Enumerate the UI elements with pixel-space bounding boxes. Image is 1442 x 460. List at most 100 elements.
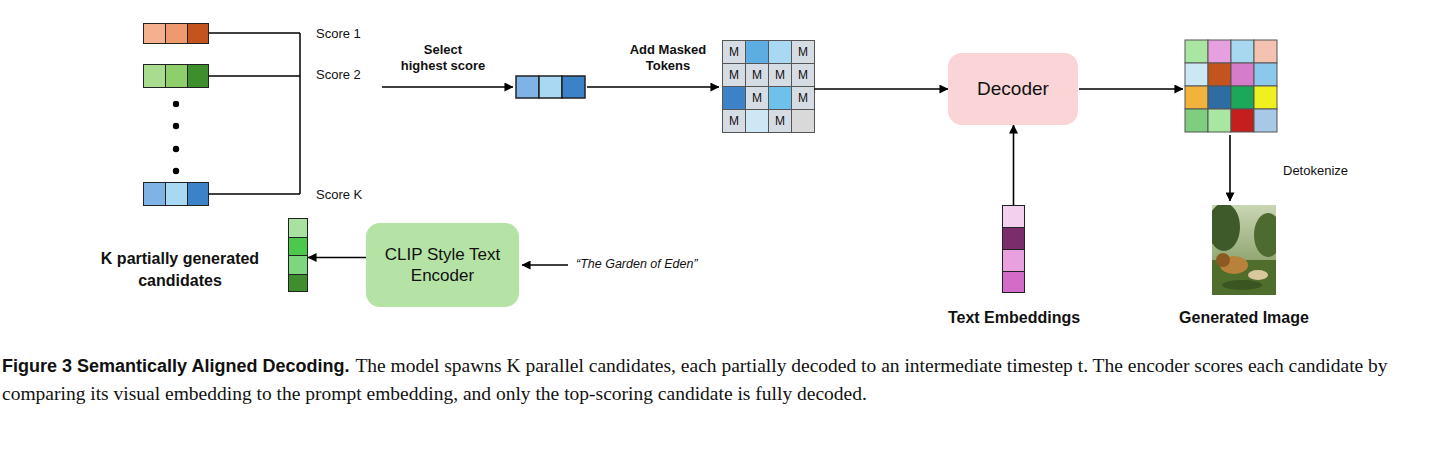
mask-token: M (798, 68, 808, 82)
mask-arrow (587, 86, 719, 88)
grid-cell (745, 109, 769, 133)
generated-image: Generated Image (1212, 205, 1276, 295)
output-token (1208, 40, 1231, 63)
grid-cell (722, 86, 746, 110)
flow-arrow (814, 88, 948, 90)
token-bar: Score 1 (143, 23, 209, 44)
output-token (1231, 86, 1254, 109)
decode-arrow (1079, 88, 1183, 90)
mask-token: M (752, 68, 762, 82)
output-token (1254, 86, 1277, 109)
painting (1212, 205, 1276, 295)
ellipsis-dot (173, 168, 179, 174)
mask-token: M (775, 68, 785, 82)
box-text: Decoder (953, 77, 1073, 101)
mask-token: M (729, 68, 739, 82)
mask-token: M (798, 45, 808, 59)
token-bar: Score 2 (143, 64, 209, 88)
output-token (1231, 40, 1254, 63)
mask-token: M (752, 91, 762, 105)
grid-cell: M (768, 63, 792, 87)
token-cell (165, 64, 189, 88)
grid-cell: M (791, 40, 815, 64)
token-cell (143, 23, 167, 44)
token-bar: K partially generated candidates (288, 218, 308, 292)
output-token (1185, 109, 1208, 132)
node-label: K partially generated candidates (86, 248, 274, 292)
grid-cell: M (722, 40, 746, 64)
selected-token (562, 76, 585, 98)
grid-cell (768, 86, 792, 110)
annotation-label: Detokenize (1283, 163, 1348, 179)
token-cell (1002, 205, 1025, 229)
grid-cell (791, 109, 815, 133)
selected-token (516, 76, 539, 98)
annotation-label: “The Garden of Eden” (576, 257, 698, 272)
output-token (1185, 86, 1208, 109)
bracket-spine (299, 33, 301, 194)
output-token-grid (1185, 40, 1277, 132)
bracket-line (208, 75, 300, 77)
node-label: Score 1 (316, 26, 361, 42)
painting-tree (1212, 205, 1240, 251)
selected-token (539, 76, 562, 98)
detokenize-arrow (1229, 135, 1231, 201)
annotation-label: Add Masked Tokens (613, 42, 723, 74)
output-token (1254, 63, 1277, 86)
image-caption: Generated Image (1164, 308, 1324, 327)
token-cell (1002, 271, 1025, 293)
figure-caption: Figure 3 Semantically Aligned Decoding.T… (2, 352, 1427, 407)
mask-token: M (729, 114, 739, 128)
node-label: Score K (316, 187, 362, 203)
flow-arrow (308, 257, 366, 259)
flow-arrow (1013, 125, 1015, 205)
painting-grass (1222, 280, 1262, 290)
token-cell (288, 218, 308, 238)
ellipsis-dot (173, 146, 179, 152)
token-cell (1002, 249, 1025, 273)
painting-figure (1248, 270, 1268, 280)
annotation-label: Select highest score (399, 42, 487, 74)
process-box: CLIP Style Text Encoder (366, 223, 519, 307)
output-token (1254, 40, 1277, 63)
output-token (1208, 63, 1231, 86)
token-cell (165, 23, 189, 44)
output-token (1185, 63, 1208, 86)
token-cell (288, 274, 308, 293)
token-cell (187, 64, 209, 88)
grid-cell (768, 40, 792, 64)
token-bar: Text Embeddings (1002, 205, 1025, 293)
bracket-line (208, 32, 300, 34)
mask-token: M (798, 91, 808, 105)
bracket-line (208, 193, 300, 195)
output-token (1208, 86, 1231, 109)
token-cell (288, 237, 308, 257)
grid-cell: M (791, 86, 815, 110)
figure-title: Figure 3 Semantically Aligned Decoding. (2, 356, 349, 376)
token-bar: Score K (143, 182, 209, 206)
box-text: CLIP Style Text Encoder (385, 244, 501, 287)
token-cell (1002, 227, 1025, 251)
output-token (1254, 109, 1277, 132)
masked-token-grid: MMMMMMMMMM (722, 40, 814, 132)
grid-cell: M (722, 63, 746, 87)
output-token (1185, 40, 1208, 63)
output-token (1231, 63, 1254, 86)
token-cell (187, 182, 209, 206)
grid-cell: M (722, 109, 746, 133)
token-cell (165, 182, 189, 206)
grid-cell (745, 40, 769, 64)
grid-cell: M (745, 86, 769, 110)
painting-tree (1254, 213, 1276, 257)
painting-mane (1216, 253, 1230, 267)
grid-cell: M (768, 109, 792, 133)
grid-cell: M (745, 63, 769, 87)
prompt-arrow (522, 264, 568, 266)
mask-token: M (775, 114, 785, 128)
output-token (1208, 109, 1231, 132)
select-arrow (382, 86, 513, 88)
token-cell (187, 23, 209, 44)
token-cell (143, 182, 167, 206)
